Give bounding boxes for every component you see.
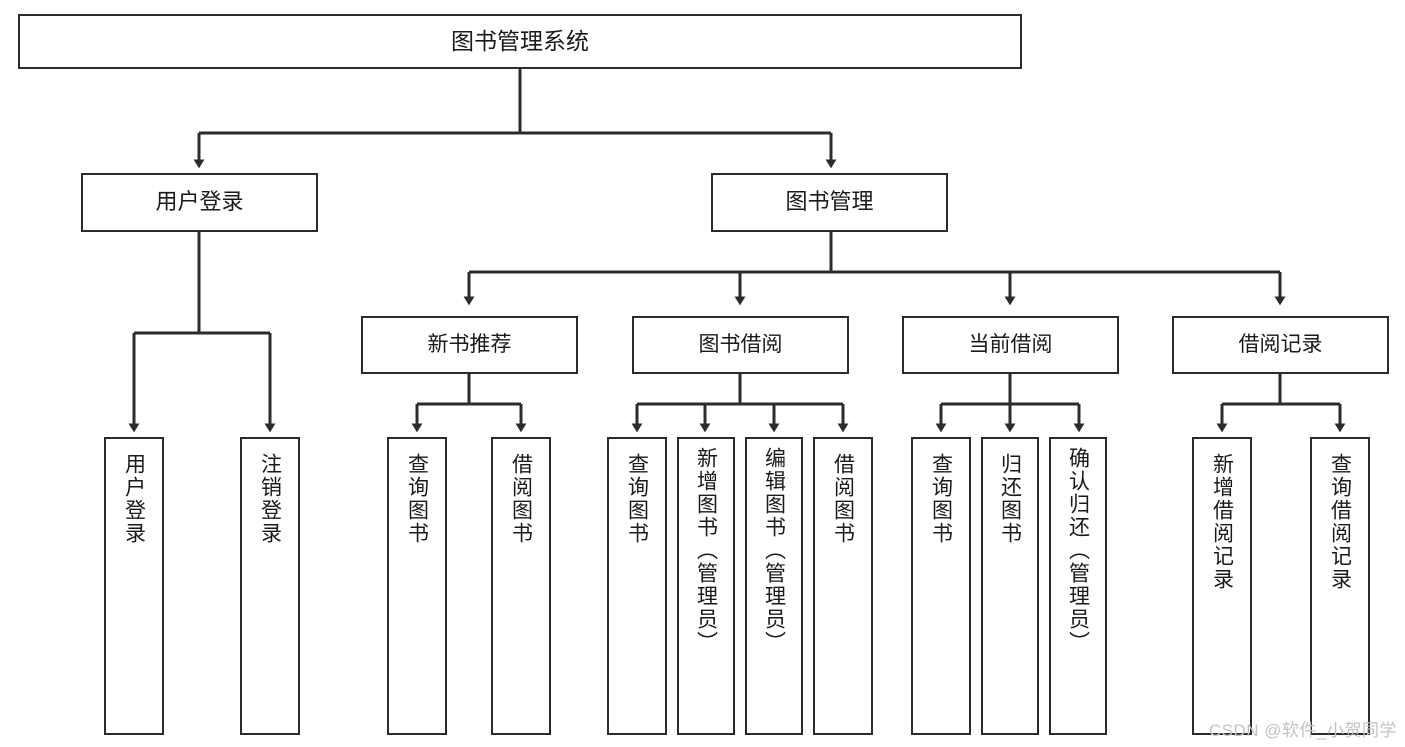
node-label: 查询图书: [929, 453, 953, 545]
node-label: 编辑图书（管理员）: [762, 447, 786, 654]
node-label: 查询图书: [625, 453, 649, 545]
node-label: 新增图书（管理员）: [694, 447, 718, 654]
node-label: 确认归还（管理员）: [1066, 447, 1090, 654]
leaf-confirm-return-admin[interactable]: 确认归还（管理员）: [1049, 437, 1107, 735]
node-label: 借阅图书: [509, 453, 533, 545]
node-new-book-recommend[interactable]: 新书推荐: [361, 316, 578, 374]
leaf-borrow-book-recommend[interactable]: 借阅图书: [491, 437, 551, 735]
node-label: 图书管理: [785, 189, 874, 215]
node-label: 查询图书: [405, 453, 429, 545]
node-label: 图书借阅: [698, 333, 783, 357]
node-book-management[interactable]: 图书管理: [711, 173, 948, 232]
leaf-add-borrow-record[interactable]: 新增借阅记录: [1192, 437, 1252, 735]
node-root-system[interactable]: 图书管理系统: [18, 14, 1022, 69]
leaf-query-book-recommend[interactable]: 查询图书: [387, 437, 447, 735]
node-label: 当前借阅: [968, 333, 1053, 357]
leaf-query-borrow-record[interactable]: 查询借阅记录: [1310, 437, 1370, 735]
leaf-query-book-borrow[interactable]: 查询图书: [607, 437, 667, 735]
leaf-edit-book-admin[interactable]: 编辑图书（管理员）: [745, 437, 803, 735]
node-current-borrow[interactable]: 当前借阅: [902, 316, 1119, 374]
node-borrow-records[interactable]: 借阅记录: [1172, 316, 1389, 374]
node-label: 注销登录: [258, 453, 282, 545]
leaf-query-book-current[interactable]: 查询图书: [911, 437, 971, 735]
node-book-borrow[interactable]: 图书借阅: [632, 316, 849, 374]
leaf-add-book-admin[interactable]: 新增图书（管理员）: [677, 437, 735, 735]
leaf-borrow-book[interactable]: 借阅图书: [813, 437, 873, 735]
node-user-login[interactable]: 用户登录: [81, 173, 318, 232]
node-label: 新书推荐: [427, 333, 512, 357]
node-label: 用户登录: [122, 453, 146, 545]
node-label: 借阅记录: [1238, 333, 1323, 357]
leaf-return-book[interactable]: 归还图书: [981, 437, 1039, 735]
node-label: 归还图书: [998, 453, 1022, 545]
node-label: 新增借阅记录: [1210, 453, 1234, 591]
leaf-user-logout[interactable]: 注销登录: [240, 437, 300, 735]
leaf-user-login[interactable]: 用户登录: [104, 437, 164, 735]
node-label: 借阅图书: [831, 453, 855, 545]
csdn-watermark: CSDN @软件_小贺同学: [1208, 721, 1397, 740]
node-label: 图书管理系统: [451, 28, 589, 55]
node-label: 用户登录: [155, 189, 244, 215]
node-label: 查询借阅记录: [1328, 453, 1352, 591]
